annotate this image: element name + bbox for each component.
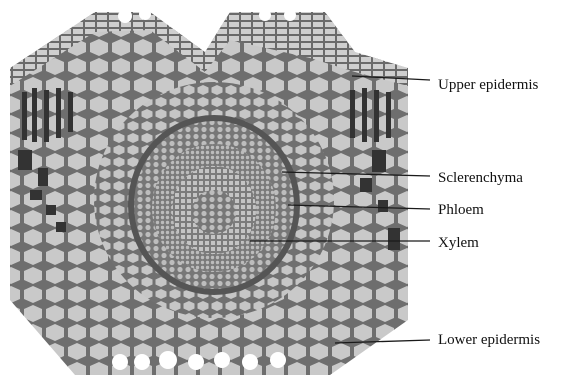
label-sclerenchyma: Sclerenchyma: [438, 170, 523, 186]
label-xylem: Xylem: [438, 235, 479, 251]
pith: [192, 190, 236, 234]
label-phloem: Phloem: [438, 202, 484, 218]
label-upper-epidermis: Upper epidermis: [438, 77, 539, 93]
ground-tissue: [0, 0, 420, 375]
label-lower-epidermis: Lower epidermis: [438, 332, 540, 348]
